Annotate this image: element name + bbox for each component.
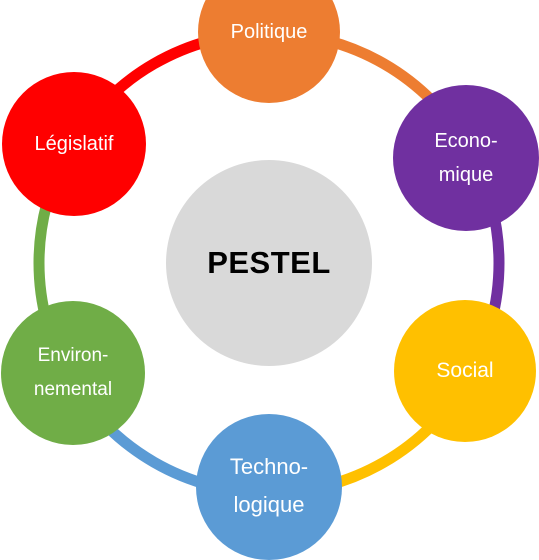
node-technologique-line-1: Techno- <box>229 454 309 479</box>
node-social-line-1: Social <box>436 359 494 382</box>
node-economique-line-2: mique <box>438 164 494 186</box>
node-technologique: Techno- logique <box>196 414 342 560</box>
node-environnemental: Environ- nemental <box>1 301 145 445</box>
node-economique: Econo- mique <box>393 85 539 231</box>
node-technologique-label: Techno- logique <box>230 448 308 524</box>
node-technologique-line-2: logique <box>233 492 305 517</box>
node-environnemental-line-2: nemental <box>33 379 113 400</box>
center-label: PESTEL <box>207 245 331 280</box>
node-environnemental-label: Environ- nemental <box>34 339 112 407</box>
node-social: Social <box>394 300 536 442</box>
node-social-label: Social <box>436 359 493 383</box>
center-node: PESTEL <box>166 160 372 366</box>
node-economique-line-1: Econo- <box>434 130 498 152</box>
node-politique-line-1: Politique <box>230 20 308 43</box>
node-legislatif-label: Législatif <box>35 133 114 156</box>
node-politique-label: Politique <box>231 21 308 44</box>
node-legislatif: Législatif <box>2 72 146 216</box>
node-legislatif-line-1: Législatif <box>34 132 114 155</box>
node-economique-label: Econo- mique <box>434 124 497 192</box>
node-environnemental-line-1: Environ- <box>37 345 109 366</box>
ring-arc-economique-social <box>33 27 505 499</box>
ring-arc-environnemental-legislatif <box>33 27 505 499</box>
